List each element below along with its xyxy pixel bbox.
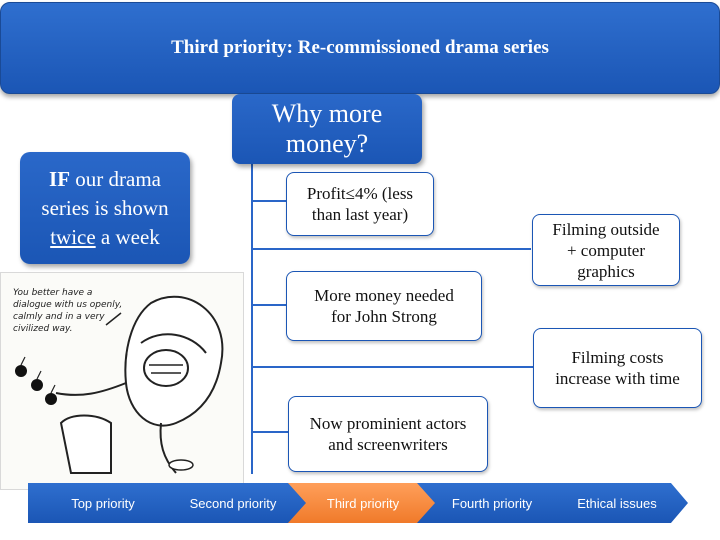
reason-filming-costs: Filming costs increase with time	[533, 328, 702, 408]
nav-label: Fourth priority	[451, 495, 533, 511]
speech-line-4: civilized way.	[13, 324, 72, 334]
branch-filming	[251, 248, 531, 250]
reason-actors: Now prominient actors and screenwriters	[288, 396, 488, 472]
costs-line-1: Filming costs	[571, 348, 664, 367]
question-line-2: money?	[285, 129, 369, 158]
condition-text-b: a week	[95, 224, 160, 249]
john-line-1: More money needed	[314, 286, 454, 305]
branch-profit	[251, 200, 286, 202]
speech-line-2: dialogue with us openly,	[13, 300, 122, 310]
john-line-2: for John Strong	[331, 307, 437, 326]
priority-nav: Top priority Second priority Third prior…	[28, 483, 688, 523]
nav-ethical-issues[interactable]: Ethical issues	[546, 483, 688, 523]
page-title: Third priority: Re-commissioned drama se…	[171, 37, 549, 58]
cartoon-illustration: You better have a dialogue with us openl…	[0, 272, 244, 490]
nav-second-priority[interactable]: Second priority	[158, 483, 308, 523]
actors-line-2: and screenwriters	[328, 435, 448, 454]
speech-line-1: You better have a	[13, 288, 92, 298]
condition-text-a: our drama series is shown	[41, 166, 169, 220]
reason-john-strong: More money needed for John Strong	[286, 271, 482, 341]
filming-line-1: Filming outside	[552, 219, 660, 239]
nav-top-priority[interactable]: Top priority	[28, 483, 178, 523]
if-word: IF	[49, 166, 71, 191]
speech-line-3: calmly and in a very	[13, 312, 105, 322]
twice-word: twice	[50, 224, 96, 249]
profit-line-2: than last year)	[311, 205, 409, 224]
nav-label: Second priority	[189, 495, 277, 511]
cartoon-drawing: You better have a dialogue with us openl…	[13, 288, 224, 474]
title-banner: Third priority: Re-commissioned drama se…	[0, 2, 720, 94]
branch-john	[251, 304, 286, 306]
nav-label: Third priority	[326, 495, 400, 511]
profit-line-1: Profit≤4% (less	[306, 184, 414, 203]
branch-costs	[251, 366, 533, 368]
nav-third-priority[interactable]: Third priority	[288, 483, 438, 523]
trunk-line	[251, 164, 253, 474]
branch-actors	[251, 431, 288, 433]
question-line-1: Why more	[271, 99, 383, 128]
filming-line-2: + computer	[566, 240, 646, 260]
filming-line-3: graphics	[577, 261, 635, 281]
nav-label: Ethical issues	[577, 495, 657, 511]
actors-line-1: Now prominient actors	[309, 414, 467, 433]
reason-profit: Profit≤4% (less than last year)	[286, 172, 434, 236]
costs-line-2: increase with time	[555, 369, 680, 388]
nav-fourth-priority[interactable]: Fourth priority	[417, 483, 567, 523]
condition-box: IF our drama series is shown twice a wee…	[20, 152, 190, 264]
question-box: Why more money?	[232, 94, 422, 164]
nav-label: Top priority	[71, 495, 135, 511]
